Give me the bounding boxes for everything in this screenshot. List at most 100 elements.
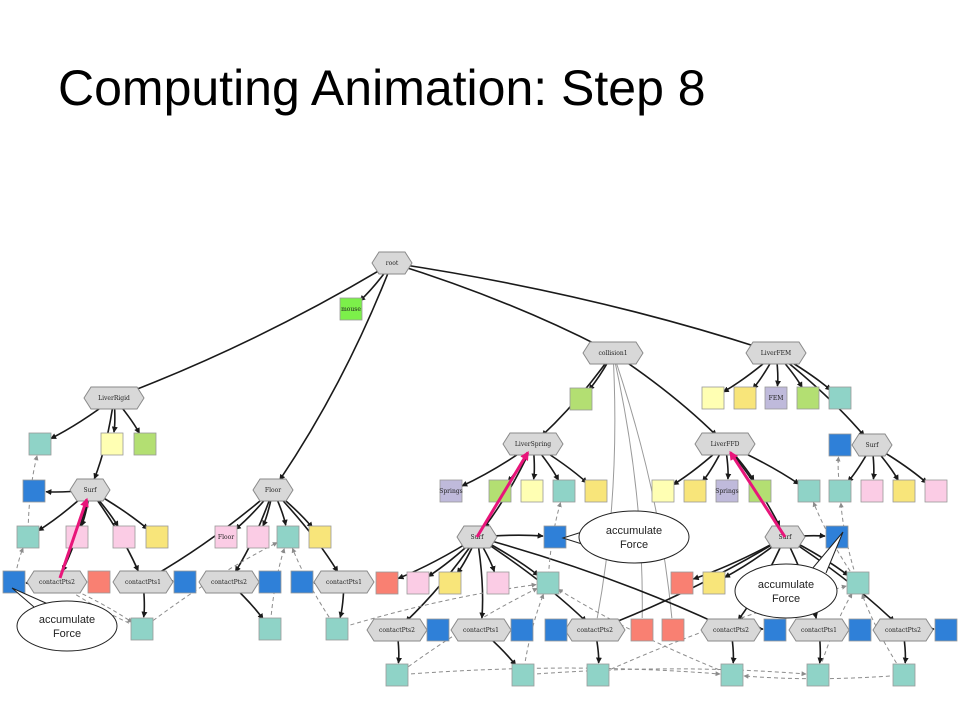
square-shape [702,571,726,595]
hex-node-liverffd: LiverFFD [694,432,756,456]
hex-node-label: collision1 [598,350,627,357]
hex-node-cpts2_b: contactPts2 [198,570,260,594]
square-shape [438,571,462,595]
square-node-label: mouse [341,306,361,313]
square-node-lf_green [748,479,772,503]
square-node-c_blue3 [934,618,958,642]
square-shape [543,525,567,549]
hex-node-liverspring: LiverSpring [502,432,564,456]
square-node-sc_yel [702,571,726,595]
square-node-sc_salmon [670,571,694,595]
square-node-b_teal_bot3 [586,663,610,687]
hex-node-cpts2_d: contactPts2 [564,618,626,642]
square-node-fl_floor: Floor [214,525,238,549]
callout-tail [811,531,844,574]
square-shape [569,387,593,411]
square-node-sb_teal [536,571,560,595]
hex-shape [69,478,111,502]
square-shape [130,617,154,641]
edge [612,352,718,437]
square-node-f_blue1 [258,570,282,594]
square-node-sb_salmon [375,571,399,595]
callouts-layer: accumulateForceaccumulateForceaccumulate… [11,510,844,652]
square-shape [544,618,568,642]
hex-node-label: LiverFFD [711,441,740,448]
hex-node-cpts2_a: contactPts2 [26,570,88,594]
square-node-lf_teal [797,479,821,503]
edge [596,352,616,619]
hex-shape [851,433,893,457]
hex-shape [872,618,934,642]
hex-node-label: contactPts2 [211,579,247,586]
hex-node-label: contactPts2 [885,627,921,634]
square-node-lf_yel [683,479,707,503]
square-node-a_blue1 [2,570,26,594]
square-node-b_blue2 [510,618,534,642]
square-node-sa_yel [145,525,169,549]
square-node-lf_springs: Springs [715,479,739,503]
square-shape [552,479,576,503]
hex-shape [582,341,644,365]
square-shape [796,386,820,410]
square-node-sb_blue [543,525,567,549]
callout-text-line: accumulate [39,614,95,626]
square-shape [670,571,694,595]
square-shape [683,479,707,503]
square-node-fem_green [796,386,820,410]
square-shape [825,525,849,549]
square-shape [325,617,349,641]
hex-node-surf_a: Surf [69,478,111,502]
square-node-b_blue1 [426,618,450,642]
callout-bubble [734,563,838,619]
hex-node-cpts1_d: contactPts1 [450,618,512,642]
edge [124,262,393,395]
square-node-label: FEM [769,395,784,402]
square-node-fem_lyel [701,386,725,410]
hex-node-label: Surf [83,487,97,494]
square-node-sd_teal [828,479,852,503]
highlight-arrow [729,450,787,538]
square-shape [511,663,535,687]
square-node-sa_blue [22,479,46,503]
callout-text-line: Force [53,628,81,640]
hex-shape [112,570,174,594]
square-node-sb_yel [438,571,462,595]
hex-shape [26,570,88,594]
square-shape [375,571,399,595]
callout-bubble [578,510,690,564]
square-node-f_blue2 [290,570,314,594]
square-node-sa_teal [16,525,40,549]
callout-text-line: accumulate [606,525,662,537]
square-node-b_blue3 [544,618,568,642]
square-shape [892,479,916,503]
square-shape [828,386,852,410]
square-node-sc_blue [825,525,849,549]
hex-node-collision1: collision1 [582,341,644,365]
square-shape [715,479,739,503]
edge [476,536,721,626]
square-node-mid_salmon1 [630,618,654,642]
square-node-a_salmon [87,570,111,594]
edge [522,668,807,677]
square-shape [214,525,238,549]
hex-node-label: LiverFEM [761,350,791,357]
square-node-c_teal_bot1 [720,663,744,687]
square-node-ls_yel [584,479,608,503]
edge [612,352,673,619]
hex-node-cpts1_e: contactPts1 [788,618,850,642]
square-shape [28,432,52,456]
square-shape [828,433,852,457]
hex-node-label: contactPts2 [39,579,75,586]
callout-text-line: Force [620,539,648,551]
square-shape [924,479,948,503]
square-shape [16,525,40,549]
square-shape [385,663,409,687]
square-shape [276,525,300,549]
hex-node-label: contactPts1 [326,579,362,586]
square-shape [848,618,872,642]
hex-node-surf_d: Surf [851,433,893,457]
square-shape [763,618,787,642]
edge [396,667,721,677]
square-shape [934,618,958,642]
